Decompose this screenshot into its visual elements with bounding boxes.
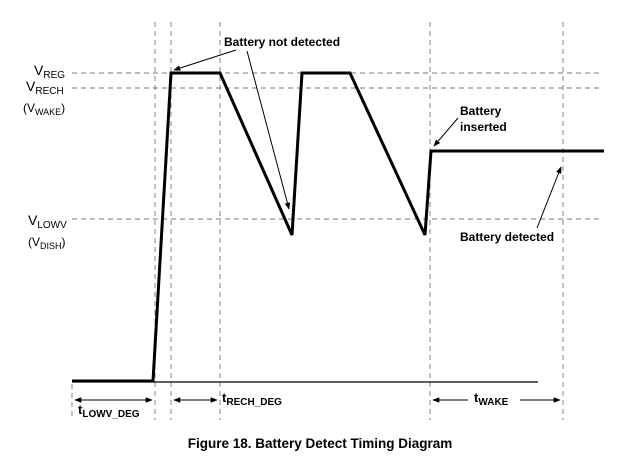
vlowv-label: VLOWV [28,212,67,231]
battery-inserted-label-line1: Battery [460,104,502,118]
battery-not-detected-pointer-2 [246,50,291,210]
vrech-label: VRECH [26,78,64,97]
battery-detected-pointer [536,166,562,229]
battery-inserted-pointer [433,117,459,147]
battery-not-detected-label: Battery not detected [224,35,340,49]
vdish-label: (VDISH) [28,235,66,251]
figure-caption: Figure 18. Battery Detect Timing Diagram [187,436,453,451]
t-lowv-deg-label: tLOWV_DEG [78,402,140,420]
battery-not-detected-pointer-1 [173,49,237,71]
vwake-label: (VWAKE) [23,101,65,117]
battery-voltage-waveform [72,71,604,383]
vreg-label: VREG [34,62,65,81]
t-wake-label: tWAKE [474,390,509,408]
battery-inserted-label-line2: inserted [460,120,507,134]
battery-detected-label: Battery detected [460,230,554,244]
t-rech-deg-label: tRECH_DEG [222,390,282,408]
